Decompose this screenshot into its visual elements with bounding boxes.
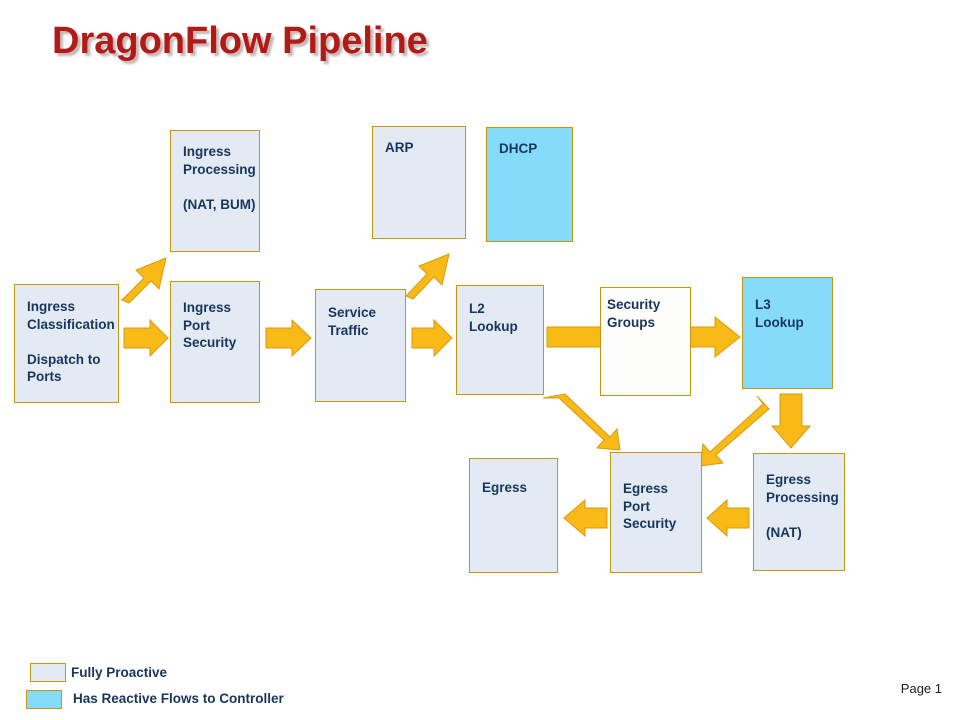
box-service-traffic[interactable]: Service Traffic — [315, 289, 406, 402]
page-title: DragonFlow Pipeline — [52, 20, 428, 62]
arrow-egress-processing-to-egress-port-security — [706, 498, 750, 538]
box-ingress-port-security[interactable]: Ingress Port Security — [170, 281, 260, 403]
box-egress-processing[interactable]: Egress Processing (NAT) — [753, 453, 845, 571]
arrow-service-traffic-to-arp — [405, 253, 450, 300]
arrow-service-traffic-to-l2-lookup — [411, 318, 453, 358]
box-egress[interactable]: Egress — [469, 458, 558, 573]
legend-swatch-fully-proactive — [30, 663, 66, 682]
page-number: Page 1 — [900, 681, 942, 696]
box-egress-port-security[interactable]: Egress Port Security — [610, 452, 702, 573]
box-security-groups[interactable]: Security Groups — [600, 287, 691, 396]
legend-label-has-reactive-flows: Has Reactive Flows to Controller — [73, 691, 284, 706]
box-ingress-processing[interactable]: Ingress Processing (NAT, BUM) — [170, 130, 260, 252]
legend-label-fully-proactive: Fully Proactive — [71, 665, 168, 680]
box-l3-lookup[interactable]: L3 Lookup — [742, 277, 833, 389]
box-arp[interactable]: ARP — [372, 126, 466, 239]
arrow-ingress-classification-to-ingress-processing — [121, 257, 167, 304]
legend-swatch-has-reactive-flows — [26, 690, 62, 709]
arrow-ingress-port-security-to-service-traffic — [265, 318, 312, 358]
box-l2-lookup[interactable]: L2 Lookup — [456, 285, 544, 395]
arrow-l2-lookup-to-egress-port-security — [542, 393, 621, 451]
arrow-ingress-classification-to-ingress-port-security — [123, 318, 169, 358]
arrow-egress-port-security-to-egress — [563, 498, 608, 538]
box-ingress-classification[interactable]: Ingress Classification Dispatch to Ports — [14, 284, 119, 403]
arrow-l3-lookup-to-egress-processing — [770, 393, 812, 449]
box-dhcp[interactable]: DHCP — [486, 127, 573, 242]
